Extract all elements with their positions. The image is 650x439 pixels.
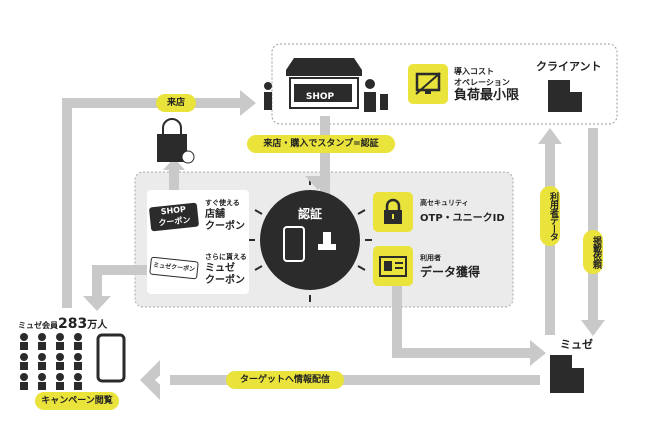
visit-pill: 来店 [156,94,196,112]
shop-coupon-line2: クーポン [205,221,245,232]
members-prefix: ミュゼ会員 [18,321,58,330]
members-unit: 万人 [87,320,108,331]
campaign-view-pill: キャンペーン閲覧 [35,392,119,410]
shop-coupon-sub: すぐ使える [205,199,240,207]
arrow-target-stem [155,375,540,385]
arrow-listing-stem [588,128,598,323]
arrow-userdata-head [538,128,562,144]
security-sub: 高セキュリティ [420,199,469,207]
arrow-data-head [530,340,546,366]
museze-coupon-line2: クーポン [205,275,245,286]
arrow-left-vertical [62,98,72,308]
auth-circle [260,190,360,290]
user-main: データ獲得 [420,265,481,279]
user-data-pill: 利用者データ [540,186,560,246]
arrow-data-vertical [392,285,402,355]
shop-icon [286,58,362,109]
arrow-coupon-horizontal [92,265,152,275]
members-people [20,333,82,390]
listing-request-pill: 掲載依頼 [583,230,603,274]
stamp-auth-pill: 来店・購入でスタンプ=認証 [247,135,395,153]
arrow-data-horizontal [392,348,532,358]
shop-coupon-tag: SHOP クーポン [148,202,200,232]
client-building-icon [548,80,582,112]
members-label: ミュゼ会員283万人 [18,313,107,332]
museze-building-icon [550,355,584,393]
arrow-target-head [140,360,160,400]
arrow-bag-head [163,158,185,170]
arrow-listing-head [581,320,605,336]
monitor-icon [415,72,441,95]
arrow-target-head-inner [155,366,170,394]
operation-label: オペレーション [454,78,510,87]
auth-stamp-icon [318,232,336,250]
arrow-stamp-stem [320,116,330,196]
min-load-label: 負荷最小限 [454,88,520,103]
shopping-bag-icon [157,118,195,164]
lock-badge [373,192,413,232]
user-sub: 利用者 [420,254,441,262]
target-delivery-pill: ターゲットへ情報配信 [226,371,344,389]
monitor-badge [408,64,448,104]
arrow-visit-head [240,90,256,116]
arrow-coupon-vertical [92,265,102,299]
museze-name: ミュゼ [560,338,593,351]
arrow-stamp-head [305,176,331,190]
security-main: OTP・ユニークID [420,213,505,224]
arrow-visit-horizontal [62,98,242,108]
members-count: 283 [58,316,88,332]
auth-phone-icon [283,226,305,262]
shop-coupon-line1: 店舗 [205,209,225,220]
shop-people [264,79,388,112]
members-smartphone-icon [96,333,126,383]
shop-sign-text: SHOP [305,92,335,102]
arrow-bag-stem [169,168,179,192]
museze-coupon-line1: ミュゼ [205,263,235,274]
arrow-coupon-head [83,296,111,311]
client-name: クライアント [536,60,602,73]
auth-label: 認証 [297,207,322,221]
id-card-icon [379,256,407,277]
lock-icon [384,198,402,224]
museze-coupon-sub: さらに貰える [205,253,247,261]
intro-cost-label: 導入コスト [454,67,494,76]
id-card-badge [373,246,413,286]
